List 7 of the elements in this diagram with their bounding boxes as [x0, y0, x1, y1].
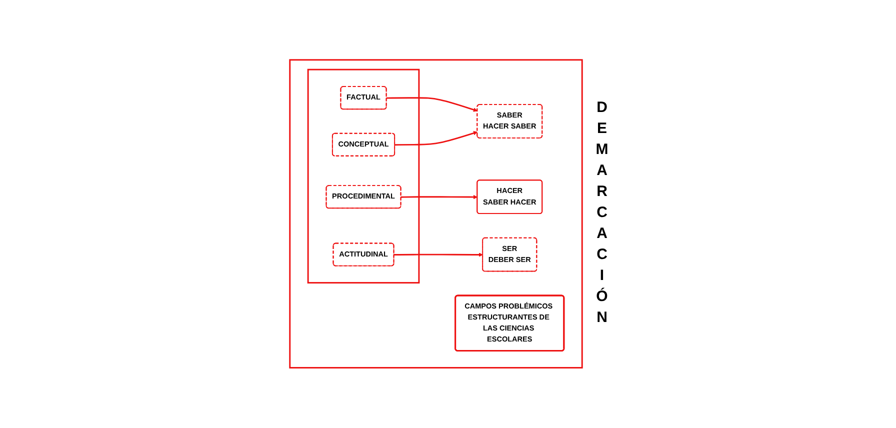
arrow	[394, 252, 483, 258]
arrow	[400, 195, 478, 200]
cluster	[306, 69, 420, 284]
cluster	[288, 59, 582, 369]
arrow	[394, 131, 478, 146]
vertical-label: DEMARCACIÓN	[593, 98, 610, 330]
arrow	[386, 97, 478, 112]
